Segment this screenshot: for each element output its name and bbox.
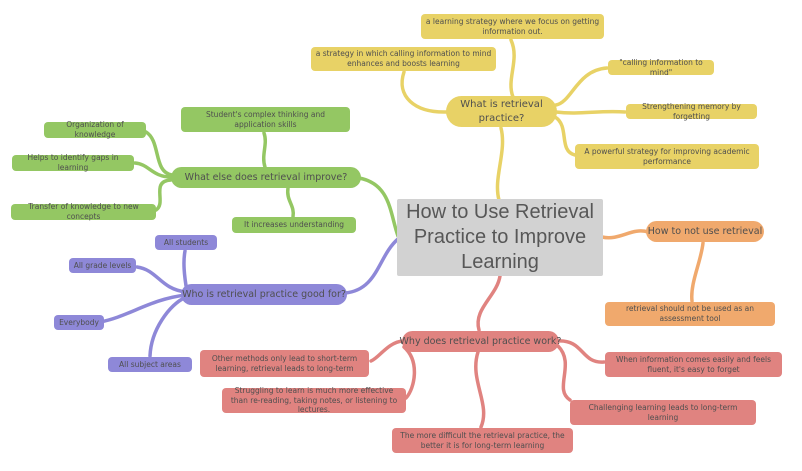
edge-whatelse-to-gaps (133, 161, 173, 179)
leaf-node-struggling-to-learn[interactable]: Struggling to learn is much more effecti… (222, 386, 406, 414)
topic-node-what-is-retrieval-practice[interactable]: What is retrieval practice? (446, 96, 557, 127)
edge-whatelse-to-students-thinking (261, 131, 268, 169)
leaf-node-learning-strategy-information-out[interactable]: a learning strategy where we focus on ge… (421, 14, 604, 39)
topic-node-how-to-not-use-retrieval[interactable]: How to not use retrieval (646, 221, 764, 242)
edge-center-to-who-is (343, 237, 400, 295)
edge-whois-to-subject-areas (148, 295, 188, 358)
edge-notuse-to-assessment (690, 241, 705, 303)
leaf-node-more-difficult-retrieval[interactable]: The more difficult the retrieval practic… (392, 428, 573, 453)
leaf-node-all-subject-areas[interactable]: All subject areas (108, 357, 192, 372)
edge-why-to-challenging (556, 344, 572, 402)
leaf-node-strategy-calling-information[interactable]: a strategy in which calling information … (311, 47, 496, 71)
leaf-node-organization-of-knowledge[interactable]: Organization of knowledge (44, 120, 146, 139)
leaf-node-information-fluent-forget[interactable]: When information comes easily and feels … (605, 352, 782, 377)
edge-whatis-to-learning-strategy (509, 38, 516, 99)
leaf-node-challenging-learning-long-term[interactable]: Challenging learning leads to long-term … (570, 400, 756, 425)
leaf-node-all-grade-levels[interactable]: All grade levels (69, 258, 136, 273)
edge-whois-to-grade-levels (135, 265, 188, 294)
edge-whois-to-everybody (98, 293, 188, 324)
leaf-node-powerful-strategy-academic[interactable]: A powerful strategy for improving academ… (575, 144, 759, 169)
edge-why-to-more-difficult (474, 350, 486, 429)
edge-center-to-not-use (600, 229, 650, 240)
edge-whatelse-to-transfer (154, 178, 173, 212)
leaf-node-calling-information-to-mind[interactable]: "calling information to mind" (608, 58, 714, 77)
edge-whatis-to-strengthening (554, 109, 627, 115)
edge-whatis-to-strategy-in-which (400, 70, 449, 114)
edge-whatis-to-powerful-strategy (553, 115, 577, 157)
central-topic-node[interactable]: How to Use Retrieval Practice to Improve… (397, 199, 603, 276)
leaf-node-other-methods-short-term[interactable]: Other methods only lead to short-term le… (200, 350, 369, 377)
edge-why-to-when-info (555, 339, 606, 364)
leaf-node-everybody[interactable]: Everybody (54, 315, 104, 330)
edge-center-to-what-else (357, 176, 400, 238)
edge-whatelse-to-organization (144, 130, 174, 177)
leaf-node-not-assessment-tool[interactable]: retrieval should not be used as an asses… (605, 302, 775, 326)
topic-node-who-is-retrieval-good-for[interactable]: Who is retrieval practice good for? (181, 284, 347, 305)
edge-whatelse-to-understanding (285, 186, 296, 219)
edge-whatis-to-calling-info (554, 66, 609, 107)
leaf-node-students-complex-thinking[interactable]: Student's complex thinking and applicati… (181, 107, 350, 132)
leaf-node-increases-understanding[interactable]: It increases understanding (232, 217, 356, 233)
edge-center-to-what-is (495, 126, 505, 202)
edge-why-to-other-methods (369, 339, 405, 363)
leaf-node-identify-gaps-in-learning[interactable]: Helps to identify gaps in learning (12, 153, 134, 172)
leaf-node-strengthening-memory[interactable]: Strengthening memory by forgetting (626, 102, 757, 121)
edge-center-to-why-works (476, 274, 502, 332)
leaf-node-all-students[interactable]: All students (155, 235, 217, 250)
topic-node-why-does-retrieval-work[interactable]: Why does retrieval practice work? (400, 331, 561, 352)
leaf-node-transfer-of-knowledge[interactable]: Transfer of knowledge to new concepts (11, 202, 156, 221)
topic-node-what-else-does-retrieval-improve[interactable]: What else does retrieval improve? (171, 167, 361, 188)
